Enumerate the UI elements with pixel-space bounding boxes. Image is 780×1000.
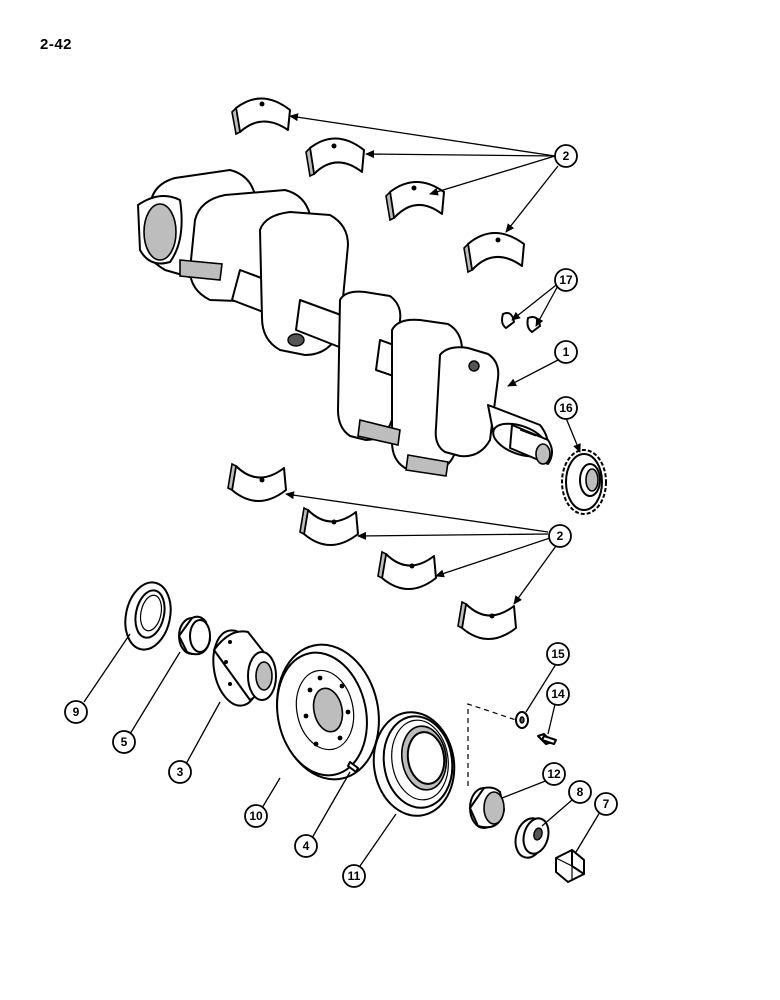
svg-text:16: 16 [559,401,573,415]
callout-17: 17 [554,268,578,292]
crankshaft-timing-gear [561,449,607,515]
callout-2-upper: 2 [554,144,578,168]
pulley-washer [514,817,550,859]
svg-text:8: 8 [577,785,584,799]
lower-main-bearing-shell-1 [227,462,287,502]
front-seal [124,581,172,651]
upper-main-bearing-shell-3 [385,181,445,222]
svg-text:1: 1 [563,345,570,359]
callout-16: 16 [554,396,578,420]
callout-10: 10 [244,804,268,828]
crankshaft-pulley [372,711,456,817]
svg-text:17: 17 [559,273,573,287]
svg-text:11: 11 [348,869,361,883]
svg-text:3: 3 [177,765,184,779]
svg-text:4: 4 [303,839,310,853]
crankshaft [137,169,553,477]
leader-lines [83,113,601,867]
svg-text:9: 9 [73,705,80,719]
dowel-pin [347,761,359,773]
upper-main-bearing-shell-4 [463,232,525,274]
pulley-hub [212,629,277,707]
lower-main-bearing-shell-2 [299,506,359,546]
small-washer [515,711,529,729]
lower-main-bearing-shell-3 [377,550,437,590]
svg-text:10: 10 [249,809,263,823]
small-screw [537,733,557,745]
callout-3: 3 [168,760,192,784]
svg-text:2: 2 [557,529,564,543]
callout-12: 12 [542,762,566,786]
callout-5: 5 [112,730,136,754]
svg-text:14: 14 [551,687,565,701]
lower-main-bearing-shell-4 [457,600,517,640]
upper-main-bearing-shell-2 [305,137,365,178]
callout-2-lower: 2 [548,524,572,548]
svg-text:5: 5 [121,735,128,749]
svg-text:2: 2 [563,149,570,163]
dashed-guide-line [467,703,517,786]
upper-main-bearing-shell-1 [231,97,291,136]
svg-text:12: 12 [547,767,561,781]
svg-text:15: 15 [551,647,565,661]
damper-pulley [276,643,380,781]
wear-sleeve [178,615,211,656]
callout-1: 1 [554,340,578,364]
callout-9: 9 [64,700,88,724]
woodruff-keys [501,312,541,333]
callout-11: 11 [342,864,366,888]
callout-15: 15 [546,642,570,666]
spacer [469,786,505,829]
callout-4: 4 [294,834,318,858]
pulley-bolt [555,849,585,883]
callout-8: 8 [568,780,592,804]
svg-text:7: 7 [603,797,610,811]
callout-14: 14 [546,682,570,706]
page-number: 2-42 [40,36,73,53]
callout-7: 7 [594,792,618,816]
